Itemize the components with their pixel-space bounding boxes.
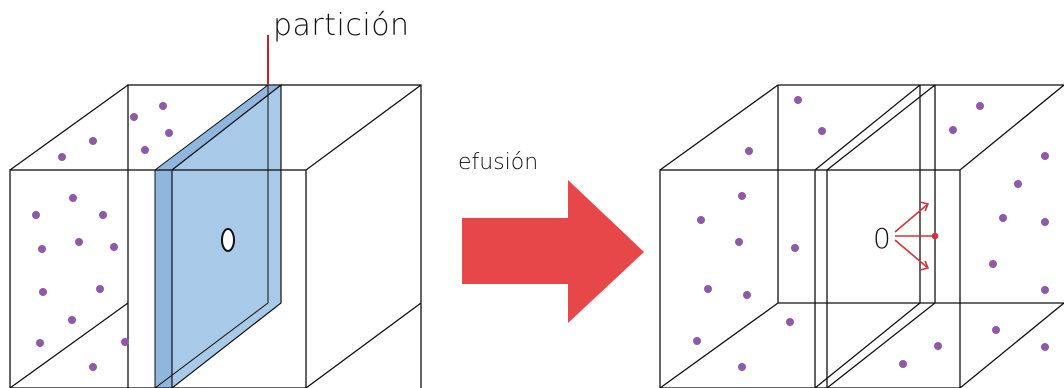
right-box-depth-edges bbox=[660, 85, 1064, 388]
effusion-small-arrows bbox=[895, 202, 938, 270]
effusion-label: efusión bbox=[458, 150, 538, 175]
left-box-particles bbox=[32, 102, 173, 371]
effusion-arrow bbox=[462, 180, 644, 323]
right-partition bbox=[815, 170, 935, 388]
partition-label: partición bbox=[273, 8, 410, 43]
right-box-particles bbox=[693, 96, 1049, 371]
right-hole-symbol: 0 bbox=[873, 222, 891, 255]
partition-side bbox=[155, 170, 172, 388]
partition-hole bbox=[222, 229, 234, 251]
partition-slab bbox=[155, 85, 281, 388]
right-box: 0 bbox=[660, 85, 1064, 388]
left-box bbox=[10, 85, 421, 388]
